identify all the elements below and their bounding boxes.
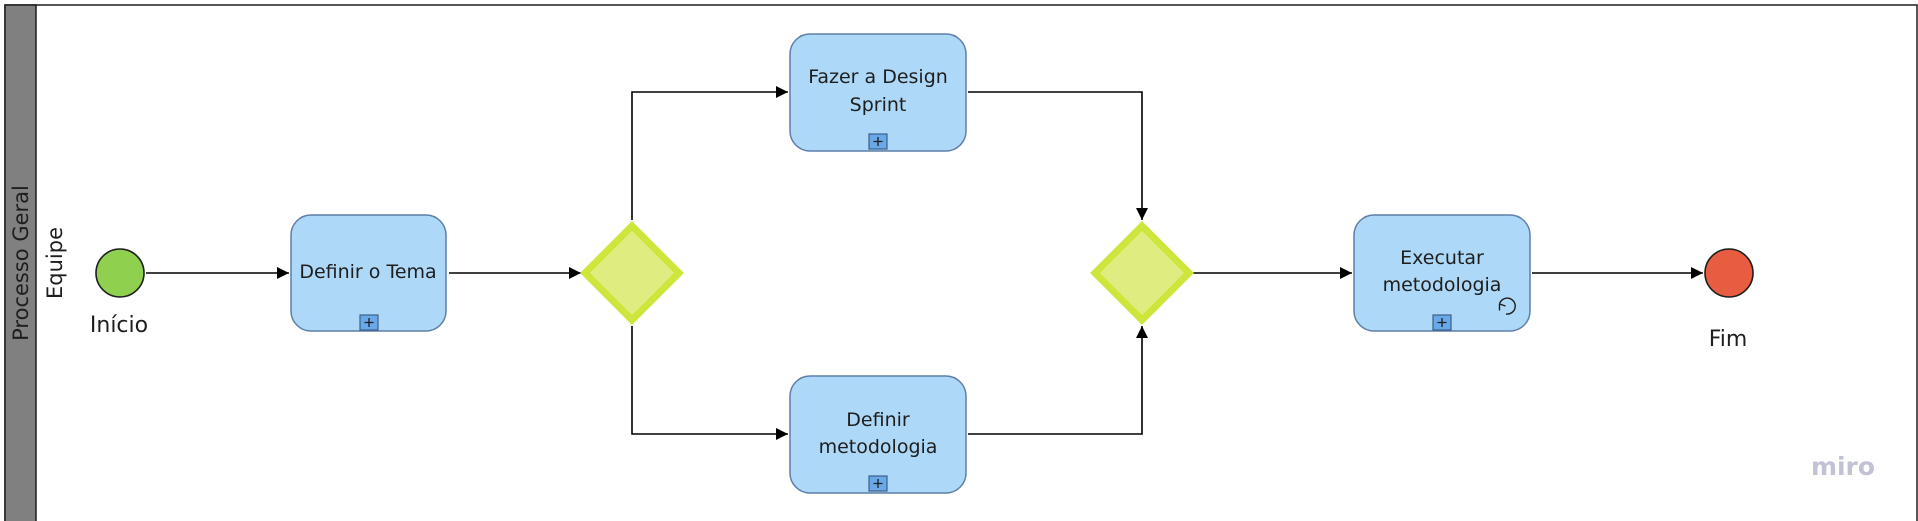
- flow-design-sprint-to-join[interactable]: [968, 91, 1148, 220]
- subprocess-marker-icon: [868, 475, 888, 492]
- end-event-circle[interactable]: [1704, 248, 1754, 298]
- flow-define-method-to-join[interactable]: [968, 326, 1148, 435]
- gateway-split-diamond[interactable]: [580, 221, 684, 325]
- task-execute-method-label-line2: metodologia: [1383, 274, 1502, 296]
- pool-header: [4, 4, 37, 521]
- subprocess-marker-icon: [359, 314, 379, 331]
- start-event-circle[interactable]: [95, 248, 145, 298]
- gateway-join-diamond[interactable]: [1090, 221, 1194, 325]
- task-define-theme-label: Definir o Tema: [299, 261, 436, 283]
- start-event[interactable]: Início: [90, 248, 148, 338]
- task-design-sprint-label-line2: Sprint: [850, 94, 907, 116]
- task-design-sprint-box[interactable]: [789, 33, 967, 152]
- task-execute-method[interactable]: Executar metodologia: [1353, 214, 1531, 332]
- task-define-theme-box[interactable]: [290, 214, 447, 332]
- task-define-method[interactable]: Definir metodologia: [789, 375, 967, 494]
- flow-split-to-define-method[interactable]: [631, 326, 788, 440]
- task-define-method-label-line1: Definir: [846, 409, 910, 431]
- pool-title[interactable]: Processo Geral: [9, 185, 33, 341]
- exclusive-gateway-split[interactable]: [580, 221, 684, 325]
- end-event-label: Fim: [1709, 327, 1748, 352]
- subprocess-marker-icon: [1432, 314, 1452, 331]
- task-execute-method-label-line1: Executar: [1400, 247, 1484, 269]
- miro-watermark: miro: [1811, 452, 1875, 481]
- task-define-theme[interactable]: Definir o Tema: [290, 214, 447, 332]
- loop-marker-icon: [1498, 297, 1516, 315]
- start-event-label: Início: [90, 313, 148, 338]
- sequence-flows: [146, 86, 1703, 440]
- task-define-method-box[interactable]: [789, 375, 967, 494]
- flow-split-to-design-sprint[interactable]: [631, 86, 788, 220]
- end-event[interactable]: Fim: [1704, 248, 1754, 352]
- subprocess-marker-icon: [868, 133, 888, 150]
- task-execute-method-box[interactable]: [1353, 214, 1531, 332]
- task-design-sprint[interactable]: Fazer a Design Sprint: [789, 33, 967, 152]
- task-design-sprint-label-line1: Fazer a Design: [808, 66, 948, 88]
- task-define-method-label-line2: metodologia: [819, 436, 938, 458]
- exclusive-gateway-join[interactable]: [1090, 221, 1194, 325]
- lane-title[interactable]: Equipe: [43, 227, 67, 299]
